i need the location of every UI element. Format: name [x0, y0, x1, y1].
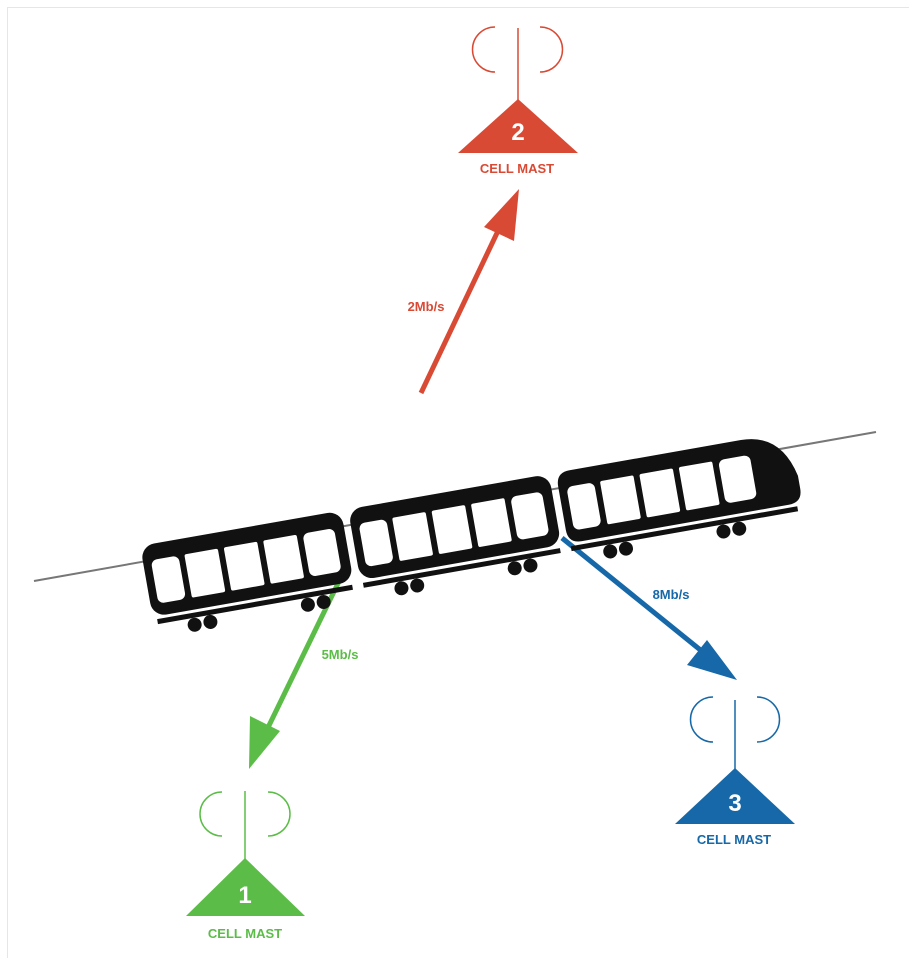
cell-mast-3: 3 CELL MAST [675, 696, 795, 847]
canvas-frame [7, 7, 909, 958]
mast-triangle [458, 99, 578, 153]
mast-triangle [675, 768, 795, 824]
antenna-icon [199, 791, 291, 860]
mast-number: 2 [511, 119, 524, 146]
mast-label: CELL MAST [697, 832, 771, 847]
train-icon [142, 439, 801, 632]
signal-arrow-3 [560, 536, 737, 680]
train-car-middle [350, 476, 561, 596]
antenna-icon [471, 26, 564, 100]
rate-label-1: 5Mb/s [322, 647, 359, 662]
train-car-rear [142, 512, 353, 632]
mast-number: 3 [728, 790, 741, 817]
mast-label: CELL MAST [480, 161, 554, 176]
mast-triangle [186, 858, 305, 916]
rate-label-2: 2Mb/s [408, 299, 445, 314]
cell-mast-1: 1 CELL MAST [186, 791, 305, 941]
mast-number: 1 [238, 882, 251, 909]
cell-mast-2: 2 CELL MAST [458, 26, 578, 176]
rate-label-3: 8Mb/s [653, 587, 690, 602]
train-car-front [557, 439, 801, 559]
antenna-icon [689, 696, 781, 770]
signal-arrow-2 [418, 189, 519, 395]
mast-label: CELL MAST [208, 926, 282, 941]
